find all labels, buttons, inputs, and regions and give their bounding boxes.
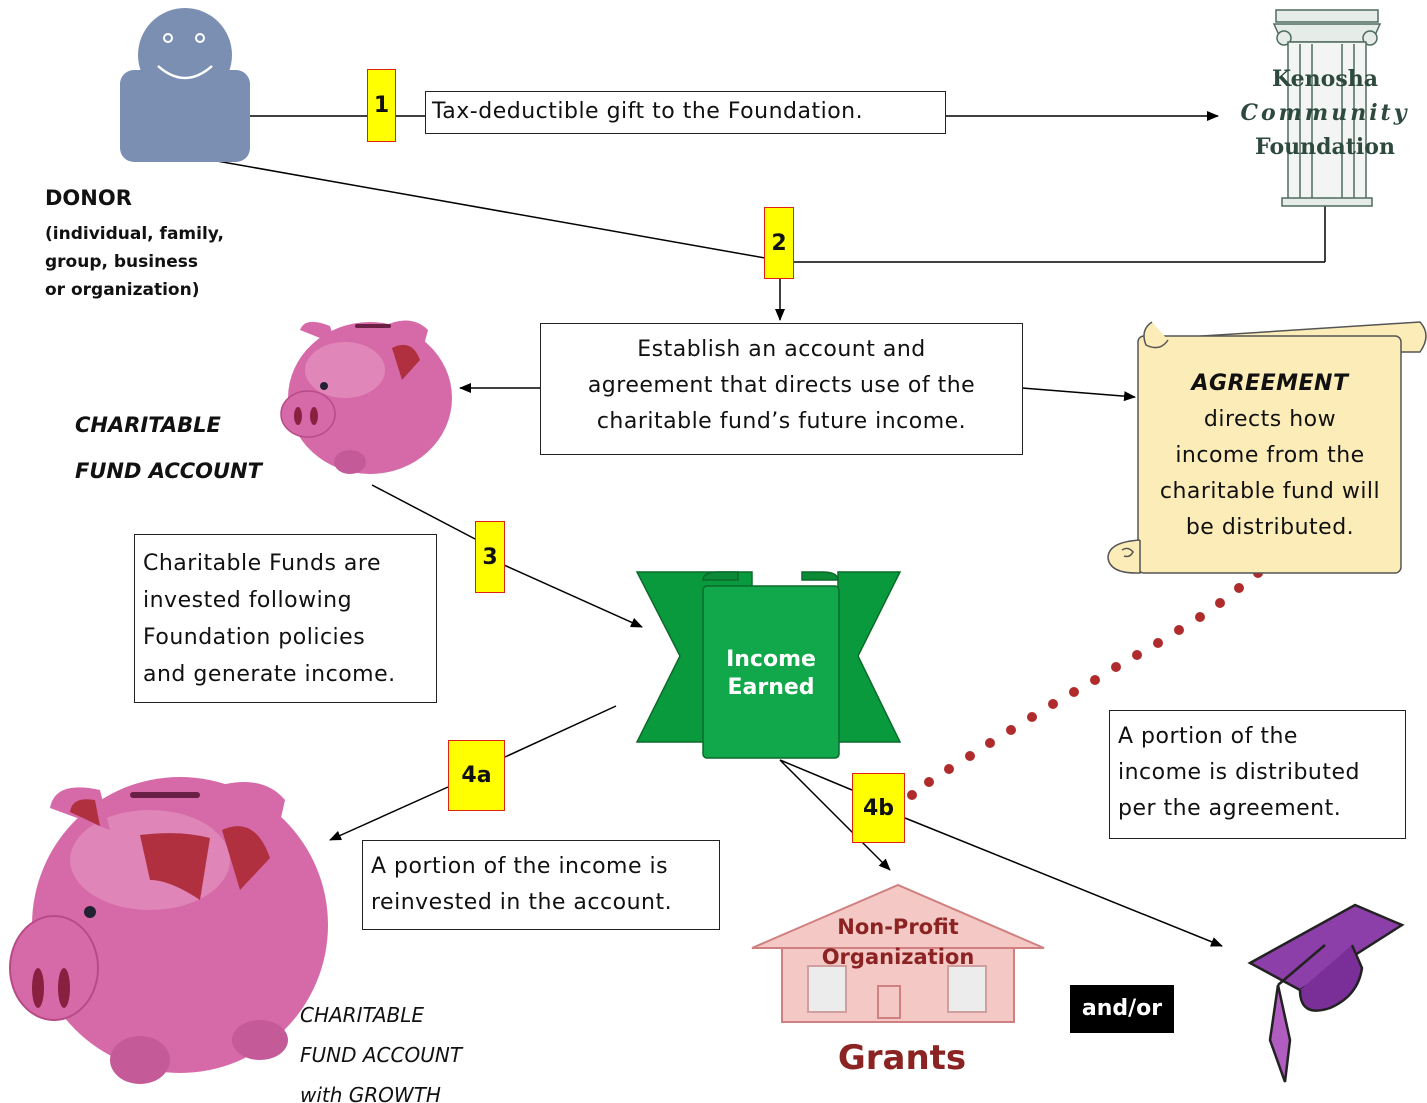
fund-account-line: CHARITABLE xyxy=(75,413,221,437)
agreement-line: be distributed. xyxy=(1185,515,1355,540)
invested-line: and generate income. xyxy=(143,662,396,687)
establish-line: Establish an account and xyxy=(637,337,926,362)
graduation-cap-icon xyxy=(1247,903,1405,1083)
agreement-line: income from the xyxy=(1175,443,1365,468)
piggy-bank-icon xyxy=(280,320,452,474)
growth-line: CHARITABLE xyxy=(300,1003,425,1027)
foundation-name-line: Community xyxy=(1240,100,1410,126)
distributed-line: income is distributed xyxy=(1118,760,1360,785)
reinvested-box: A portion of the income is reinvested in… xyxy=(362,840,720,930)
donor-description: (individual, family, group, business or … xyxy=(45,220,224,304)
invested-line: invested following xyxy=(143,588,353,613)
step-4b-badge: 4b xyxy=(852,773,905,843)
fund-account-line: FUND ACCOUNT xyxy=(75,459,262,483)
growth-line: with GROWTH xyxy=(300,1083,441,1103)
and-or-label: and/or xyxy=(1070,985,1174,1033)
donor-person-icon xyxy=(120,8,250,162)
ribbon-icon xyxy=(635,571,902,759)
nonprofit-line: Non-Profit xyxy=(837,915,959,939)
establish-line: agreement that directs use of the xyxy=(587,373,976,398)
invested-box: Charitable Funds are invested following … xyxy=(134,534,437,703)
step-4a-badge: 4a xyxy=(448,740,505,811)
step-1-badge: 1 xyxy=(367,69,396,142)
donor-title: DONOR xyxy=(45,186,132,210)
house-icon xyxy=(751,883,1045,1023)
donor-line: (individual, family, xyxy=(45,224,225,244)
foundation-logo: Kenosha Community Foundation xyxy=(1230,62,1420,164)
piggy-bank-icon xyxy=(9,777,328,1084)
income-line: Earned xyxy=(727,675,815,700)
step-2-badge: 2 xyxy=(764,207,794,279)
nonprofit-label: Non-Profit Organization xyxy=(782,912,1014,972)
grants-label: Grants xyxy=(837,1038,967,1078)
agreement-text: AGREEMENT directs how income from the ch… xyxy=(1140,366,1400,546)
column-icon xyxy=(1272,9,1382,207)
gift-text-box: Tax-deductible gift to the Foundation. xyxy=(425,91,946,134)
distributed-line: A portion of the xyxy=(1118,724,1298,749)
distributed-box: A portion of the income is distributed p… xyxy=(1109,710,1406,839)
reinvested-line: reinvested in the account. xyxy=(371,890,673,915)
agreement-line: directs how xyxy=(1203,407,1337,432)
scroll-icon xyxy=(1107,321,1427,574)
establish-account-box: Establish an account and agreement that … xyxy=(540,323,1023,455)
reinvested-line: A portion of the income is xyxy=(371,854,669,879)
foundation-name-line: Foundation xyxy=(1255,134,1395,160)
foundation-name-line: Kenosha xyxy=(1272,66,1378,92)
income-earned-label: Income Earned xyxy=(703,646,839,702)
growth-label: CHARITABLE FUND ACCOUNT with GROWTH xyxy=(300,995,462,1103)
donor-line: or organization) xyxy=(45,280,200,300)
income-line: Income xyxy=(726,647,816,672)
dotted-connector xyxy=(907,568,1263,800)
invested-line: Charitable Funds are xyxy=(143,551,381,576)
nonprofit-line: Organization xyxy=(821,945,975,969)
step-3-badge: 3 xyxy=(475,521,505,593)
growth-line: FUND ACCOUNT xyxy=(300,1043,463,1067)
agreement-title: AGREEMENT xyxy=(1191,371,1349,396)
agreement-line: charitable fund will xyxy=(1159,479,1381,504)
fund-account-label: CHARITABLE FUND ACCOUNT xyxy=(75,402,262,494)
distributed-line: per the agreement. xyxy=(1118,796,1342,821)
invested-line: Foundation policies xyxy=(143,625,366,650)
establish-line: charitable fund’s future income. xyxy=(596,409,967,434)
donor-line: group, business xyxy=(45,252,198,272)
connector-lines xyxy=(199,111,1326,947)
